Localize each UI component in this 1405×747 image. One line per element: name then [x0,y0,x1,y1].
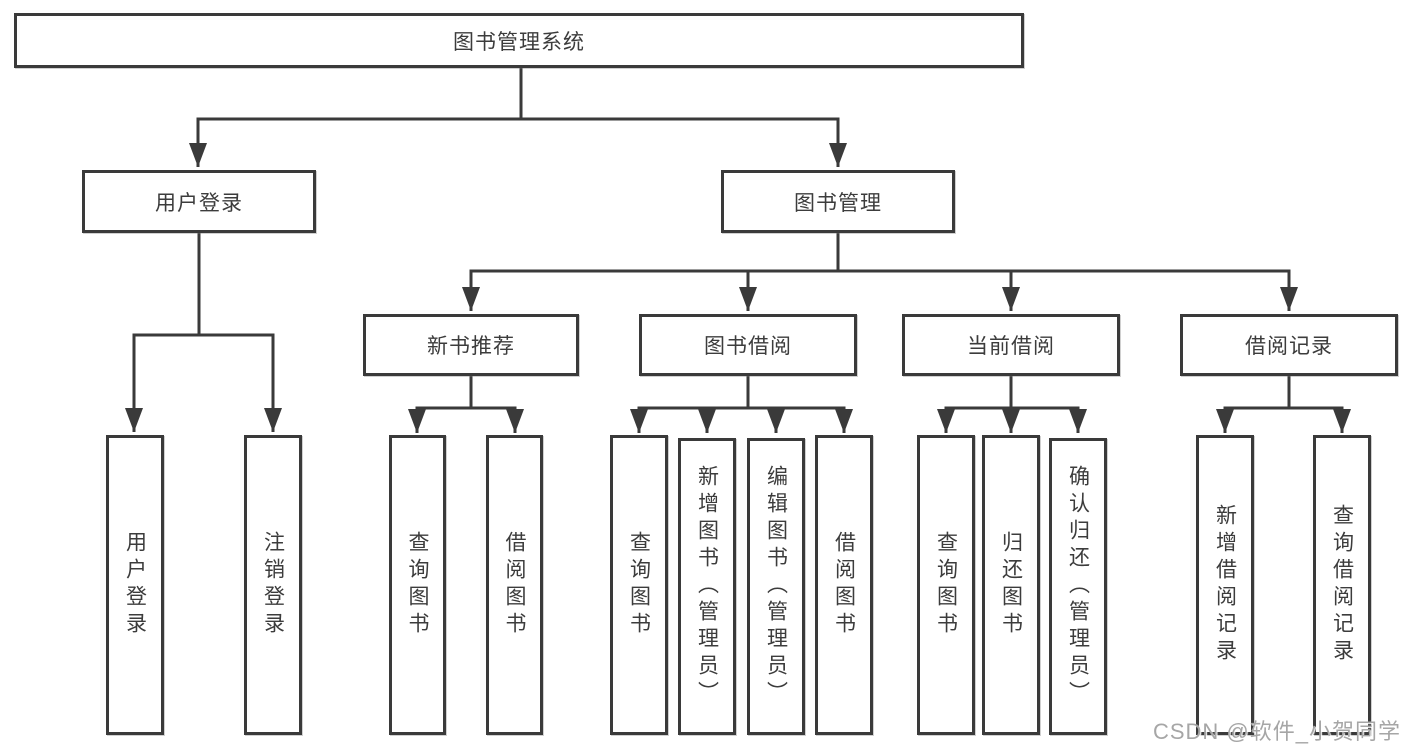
leaf-edit-book-admin-label: 编辑图书（管理员） [764,465,788,708]
leaf-recommend-query-books: 查询图书 [389,435,446,735]
leaf-borrowing-borrow-books: 借阅图书 [815,435,873,735]
leaf-query-borrow-record-label: 查询借阅记录 [1330,504,1354,666]
node-borrowing-records: 借阅记录 [1180,314,1398,376]
node-current-borrowing: 当前借阅 [902,314,1120,376]
leaf-borrowing-borrow-books-label: 借阅图书 [832,531,856,639]
leaf-borrowing-query-books: 查询图书 [610,435,668,735]
leaf-logout-label: 注销登录 [261,531,285,639]
leaf-add-book-admin-label: 新增图书（管理员） [695,465,719,708]
csdn-watermark: CSDN @软件_小贺同学 [1152,719,1401,744]
leaf-current-query-books: 查询图书 [917,435,975,735]
leaf-logout: 注销登录 [244,435,302,735]
leaf-add-borrow-record-label: 新增借阅记录 [1213,504,1237,666]
leaf-edit-book-admin: 编辑图书（管理员） [747,438,805,735]
leaf-current-query-books-label: 查询图书 [934,531,958,639]
node-user-login: 用户登录 [82,170,316,233]
leaf-add-book-admin: 新增图书（管理员） [678,438,736,735]
leaf-confirm-return-admin: 确认归还（管理员） [1049,438,1107,735]
leaf-return-books-label: 归还图书 [999,531,1023,639]
leaf-add-borrow-record: 新增借阅记录 [1196,435,1254,735]
leaf-confirm-return-admin-label: 确认归还（管理员） [1066,465,1090,708]
leaf-borrowing-query-books-label: 查询图书 [627,531,651,639]
leaf-recommend-borrow-books-label: 借阅图书 [503,531,526,639]
leaf-recommend-query-books-label: 查询图书 [406,531,429,639]
node-new-book-recommendation: 新书推荐 [363,314,579,376]
node-library-management-system: 图书管理系统 [14,13,1024,68]
leaf-return-books: 归还图书 [982,435,1040,735]
leaf-query-borrow-record: 查询借阅记录 [1313,435,1371,735]
node-book-borrowing: 图书借阅 [639,314,857,376]
leaf-user-login: 用户登录 [106,435,164,735]
node-book-management: 图书管理 [721,170,955,233]
leaf-user-login-label: 用户登录 [123,531,147,639]
leaf-recommend-borrow-books: 借阅图书 [486,435,543,735]
